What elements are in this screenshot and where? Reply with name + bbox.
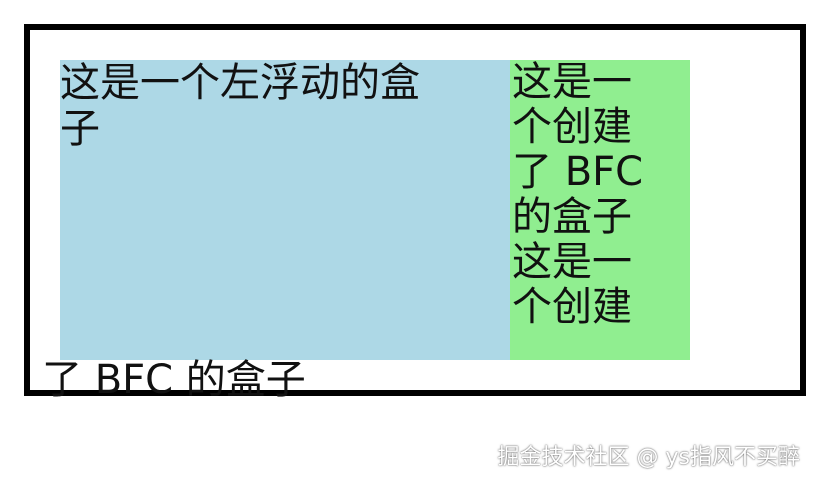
float-box-line-2: 子 (60, 106, 100, 152)
bfc-line-5: 这是一 (512, 239, 632, 285)
bfc-line-3: 了 BFC (512, 149, 644, 195)
bfc-box-text: 这是一 个创建 了 BFC 的盒子 这是一 个创建 (512, 60, 643, 330)
float-box-text: 这是一个左浮动的盒 子 (60, 60, 500, 152)
juejin-watermark: 掘金技术社区 @ ys指风不买醉 (497, 445, 800, 470)
bfc-line-2: 个创建 (512, 104, 632, 150)
bfc-line-4: 的盒子 (512, 194, 632, 240)
bfc-line-6: 个创建 (512, 284, 632, 330)
left-float-box: 这是一个左浮动的盒 子 (60, 60, 510, 360)
bfc-box: 这是一 个创建 了 BFC 的盒子 这是一 个创建 (510, 60, 690, 360)
float-box-line-1: 这是一个左浮动的盒 (60, 60, 420, 106)
overflow-text: 了 BFC 的盒子 (42, 357, 306, 403)
bfc-line-1: 这是一 (512, 60, 632, 105)
bfc-container: 这是一个左浮动的盒 子 这是一 个创建 了 BFC 的盒子 这是一 个创建 (24, 24, 806, 396)
